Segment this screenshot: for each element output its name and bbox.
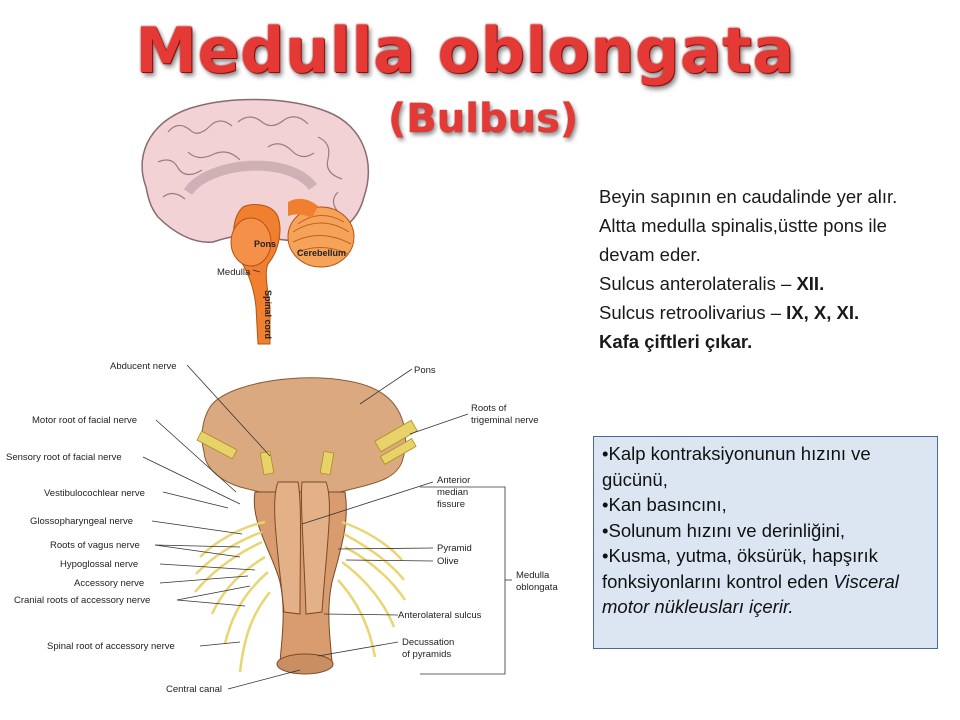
label-central-canal: Central canal: [166, 684, 222, 695]
description-text: Beyin sapının en caudalinde yer alır. Al…: [599, 182, 954, 356]
brain-label-spinal-cord: Spinal cord: [263, 290, 273, 339]
desc-line-1: Beyin sapının en caudalinde yer alır.: [599, 186, 898, 207]
label-decussation-2: of pyramids: [402, 649, 451, 660]
info-item-4-text: •Kusma, yutma, öksürük, hapşırık fonksiy…: [602, 545, 878, 592]
label-anterior-median-1: Anterior: [437, 475, 470, 486]
info-item-4: •Kusma, yutma, öksürük, hapşırık fonksiy…: [602, 543, 929, 620]
label-medulla-2: oblongata: [516, 582, 558, 593]
brain-label-medulla: Medulla: [217, 267, 251, 278]
label-anterior-median-2: median: [437, 487, 468, 498]
info-item-1: •Kalp kontraksiyonunun hızını ve gücünü,: [602, 443, 871, 490]
desc-line-6: Kafa çiftleri çıkar.: [599, 327, 954, 356]
cranial-nerves-note: Kafa çiftleri çıkar.: [599, 331, 753, 352]
label-trigeminal-1: Roots of: [471, 403, 507, 414]
label-anterior-median-3: fissure: [437, 499, 465, 510]
cerebellum: [287, 206, 355, 268]
label-accessory: Accessory nerve: [74, 578, 144, 589]
sulcus-anterolateralis-nerve: XII.: [796, 273, 825, 294]
label-olive: Olive: [437, 556, 459, 567]
desc-line-2: Altta medulla spinalis,üstte pons ile: [599, 215, 887, 236]
info-item-3: •Solunum hızını ve derinliğini,: [602, 519, 845, 541]
brain-label-pons: Pons: [254, 239, 276, 249]
label-trigeminal-2: trigeminal nerve: [471, 415, 539, 426]
brain-sagittal-illustration: Pons Cerebellum Medulla Spinal cord: [141, 98, 370, 345]
desc-line-4: Sulcus anterolateralis – XII.: [599, 269, 954, 298]
desc-line-5: Sulcus retroolivarius – IX, X, XI.: [599, 298, 954, 327]
label-decussation-1: Decussation: [402, 637, 454, 648]
label-glossopharyngeal: Glossopharyngeal nerve: [30, 516, 133, 527]
function-info-box: •Kalp kontraksiyonunun hızını ve gücünü,…: [593, 436, 938, 649]
label-pyramid: Pyramid: [437, 543, 472, 554]
label-vestibulocochlear: Vestibulocochlear nerve: [44, 488, 145, 499]
label-cranial-accessory: Cranial roots of accessory nerve: [14, 595, 150, 606]
sulcus-retroolivarius-text: Sulcus retroolivarius –: [599, 302, 787, 323]
pons-shape: [201, 377, 407, 493]
label-abducent-nerve: Abducent nerve: [110, 361, 177, 372]
desc-line-3: devam eder.: [599, 244, 701, 265]
label-spinal-accessory: Spinal root of accessory nerve: [47, 641, 175, 652]
slide-subtitle: (Bulbus): [388, 96, 579, 142]
info-item-2: •Kan basıncını,: [602, 494, 727, 515]
slide-title: Medulla oblongata: [135, 14, 795, 87]
label-vagus-roots: Roots of vagus nerve: [50, 540, 140, 551]
pyramids: [274, 481, 330, 615]
info-item-4-italic: Visceral motor nükleusları içerir.: [602, 570, 899, 618]
spinal-cord-stub: [276, 653, 334, 675]
label-motor-root-facial: Motor root of facial nerve: [32, 415, 137, 426]
label-medulla-1: Medulla: [516, 570, 550, 581]
label-anterolateral-sulcus: Anterolateral sulcus: [398, 610, 482, 621]
label-pons: Pons: [414, 365, 436, 376]
brainstem-anterior-diagram: Abducent nerve Pons Motor root of facial…: [6, 361, 558, 695]
label-sensory-root-facial: Sensory root of facial nerve: [6, 452, 122, 463]
sulcus-anterolateralis-text: Sulcus anterolateralis –: [599, 273, 797, 294]
label-hypoglossal: Hypoglossal nerve: [60, 559, 138, 570]
brain-label-cerebellum: Cerebellum: [297, 248, 346, 258]
sulcus-retroolivarius-nerves: IX, X, XI.: [786, 302, 860, 323]
